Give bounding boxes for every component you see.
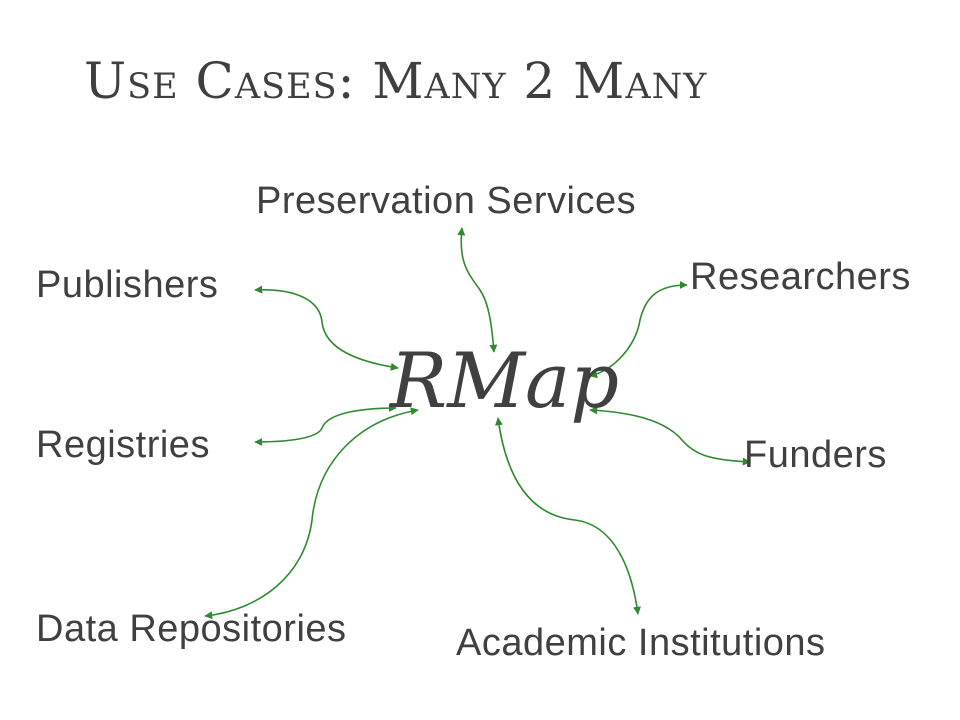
node-researchers: Researchers [690, 256, 911, 298]
arrow-researchers [589, 281, 688, 379]
arrow-data-repositories [204, 407, 419, 620]
arrow-preservation [457, 227, 498, 353]
slide-title: Use Cases: Many 2 Many [84, 52, 708, 110]
node-funders: Funders [744, 434, 887, 476]
node-data-repositories: Data Repositories [36, 608, 347, 650]
arrow-funders [589, 406, 751, 466]
rmap-center-label: RMap [390, 336, 620, 425]
node-academic-institutions: Academic Institutions [456, 622, 826, 664]
node-preservation-services: Preservation Services [256, 180, 637, 222]
node-registries: Registries [36, 424, 210, 466]
arrow-publishers [254, 285, 399, 371]
arrow-academic [494, 417, 641, 615]
node-publishers: Publishers [36, 264, 219, 306]
